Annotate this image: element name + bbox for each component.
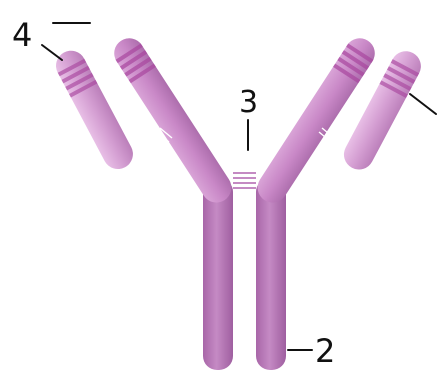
heavy-chain-label: 2	[315, 332, 335, 370]
heavy-chain-stems	[203, 178, 286, 370]
leader-lines	[42, 23, 436, 350]
hinge-disulfide-bonds	[233, 173, 256, 188]
light-chain-label: 4	[12, 16, 32, 54]
right-heavy-chain-stem	[256, 178, 286, 370]
left-heavy-chain-stem	[203, 178, 233, 370]
label-4-leader-lower	[42, 45, 62, 60]
label-1-leader	[410, 94, 436, 114]
hinge-label: 3	[239, 85, 258, 120]
left-heavy-chain-arm	[108, 33, 237, 209]
